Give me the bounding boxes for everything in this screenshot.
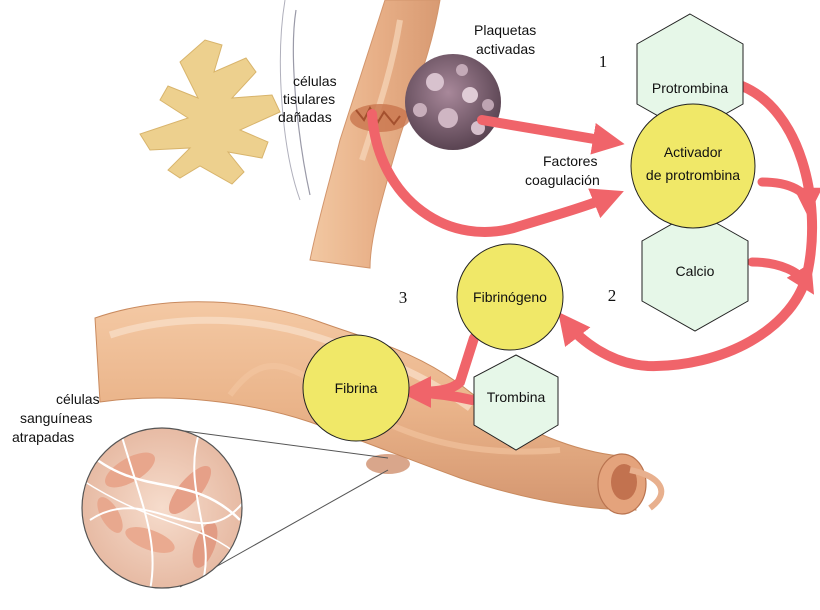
step-number-1: 1 (599, 52, 608, 71)
label-celulas-sanguineas: células sanguíneas atrapadas (12, 391, 100, 445)
celulas-sanguineas-line3: atrapadas (12, 429, 74, 445)
celulas-tisulares-line3: dañadas (278, 109, 332, 125)
celulas-tisulares-line1: células (293, 73, 337, 89)
activador-circle (631, 104, 755, 228)
activador-label-line1: Activador (664, 144, 723, 160)
platelets-illustration (405, 54, 501, 150)
celulas-sanguineas-line1: células (56, 391, 100, 407)
protrombina-label: Protrombina (652, 80, 728, 96)
node-fibrina: Fibrina (303, 335, 409, 441)
trapped-cells-zoom (82, 428, 388, 590)
celulas-tisulares-line2: tisulares (283, 91, 335, 107)
label-plaquetas: Plaquetas activadas (474, 22, 536, 57)
celulas-sanguineas-line2: sanguíneas (20, 410, 92, 426)
calcio-label: Calcio (676, 263, 715, 279)
label-factores: Factores coagulación (525, 153, 600, 188)
factores-label-line1: Factores (543, 153, 597, 169)
plaquetas-label-line1: Plaquetas (474, 22, 536, 38)
step-number-3: 3 (399, 288, 408, 307)
trombina-label: Trombina (487, 389, 546, 405)
fibrina-label: Fibrina (335, 380, 378, 396)
node-activador: Activador de protrombina (631, 104, 755, 228)
label-celulas-tisulares: células tisulares dañadas (278, 73, 337, 125)
arrow-calcio-loop (752, 262, 808, 285)
step-number-2: 2 (608, 286, 617, 305)
fibrinogeno-label: Fibrinógeno (473, 289, 547, 305)
activador-label-line2: de protrombina (646, 167, 740, 183)
arrow-activator-loop (762, 182, 808, 205)
node-calcio: Calcio (642, 211, 748, 331)
factores-label-line2: coagulación (525, 172, 600, 188)
arrow-platelets-to-activator (482, 120, 612, 142)
node-fibrinogeno: Fibrinógeno (457, 244, 563, 350)
plaquetas-label-line2: activadas (476, 41, 535, 57)
